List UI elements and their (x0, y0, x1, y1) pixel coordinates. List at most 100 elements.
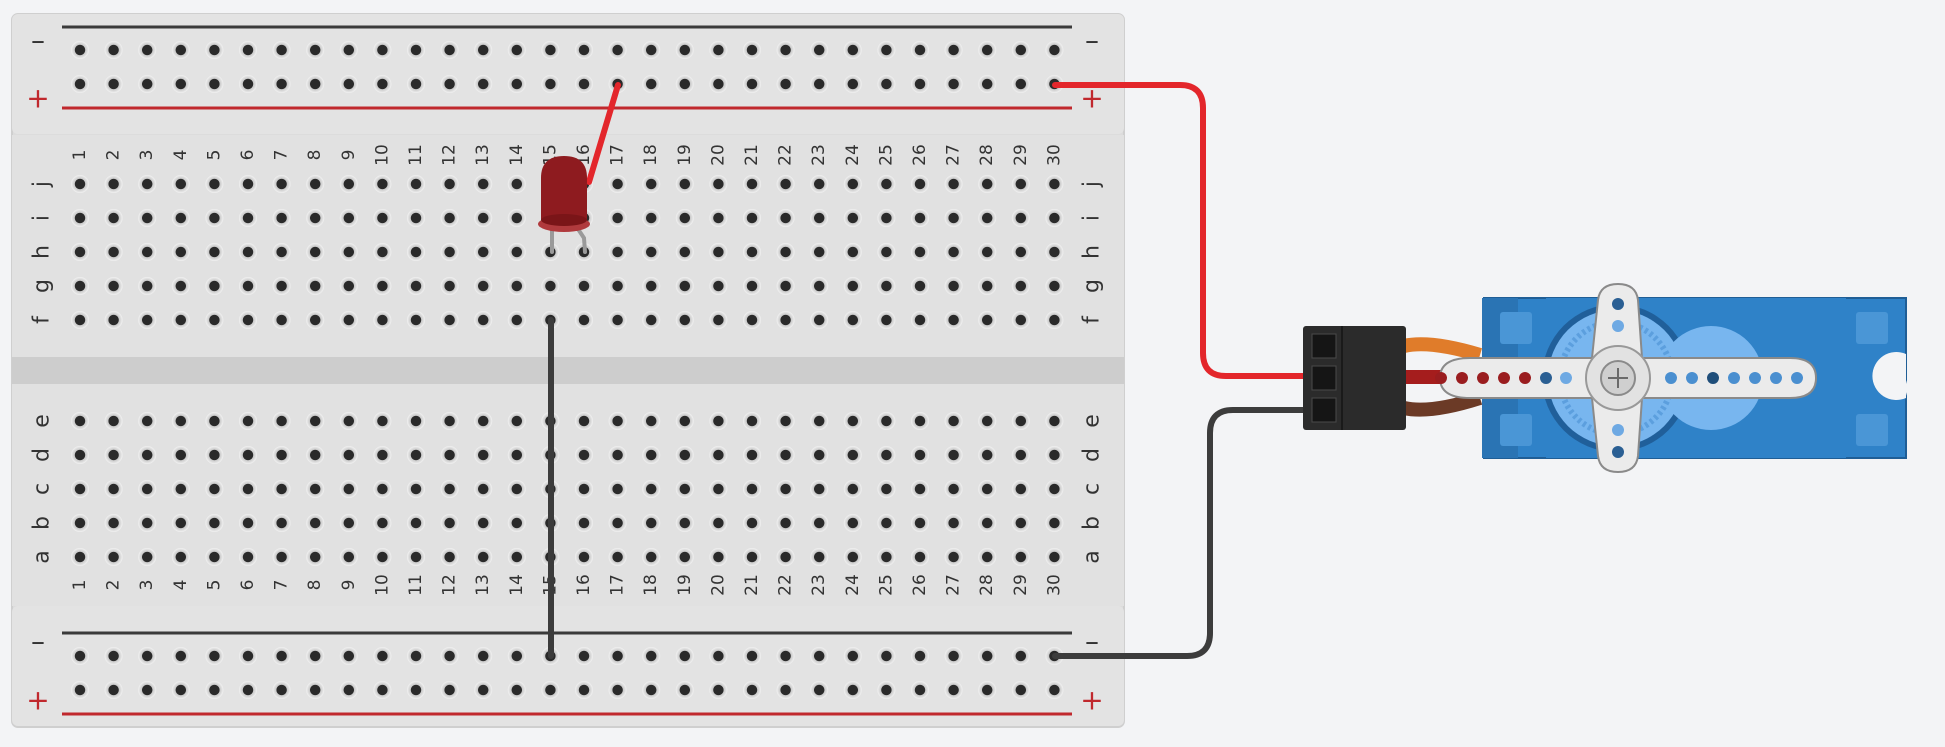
hole-i12[interactable] (440, 209, 459, 227)
hole-d21[interactable] (743, 446, 761, 464)
hole-h18[interactable] (642, 243, 661, 261)
bottom-minus-rail-hole-13[interactable] (474, 647, 493, 665)
hole-f13[interactable] (474, 311, 493, 329)
hole-a5[interactable] (205, 548, 224, 566)
bottom-minus-rail-hole-23[interactable] (810, 647, 829, 665)
hole-b14[interactable] (507, 514, 526, 532)
hole-b6[interactable] (239, 514, 257, 532)
hole-j5[interactable] (205, 175, 224, 193)
hole-e1[interactable] (71, 412, 89, 430)
hole-f19[interactable] (675, 311, 694, 329)
hole-g7[interactable] (272, 277, 291, 295)
top-minus-rail-hole-30[interactable] (1045, 41, 1064, 59)
hole-h6[interactable] (239, 243, 257, 261)
hole-e3[interactable] (138, 412, 157, 430)
hole-d12[interactable] (440, 446, 459, 464)
hole-b5[interactable] (205, 514, 224, 532)
hole-a21[interactable] (743, 548, 761, 566)
hole-j24[interactable] (843, 175, 862, 193)
hole-j17[interactable] (608, 175, 627, 193)
top-minus-rail-hole-16[interactable] (575, 41, 593, 59)
hole-i30[interactable] (1045, 209, 1064, 227)
hole-e21[interactable] (743, 412, 761, 430)
hole-e16[interactable] (575, 412, 593, 430)
top-minus-rail-hole-14[interactable] (507, 41, 526, 59)
hole-j8[interactable] (306, 175, 325, 193)
hole-d30[interactable] (1045, 446, 1064, 464)
bottom-minus-rail-hole-20[interactable] (709, 647, 728, 665)
hole-i7[interactable] (272, 209, 291, 227)
hole-d4[interactable] (171, 446, 190, 464)
bottom-minus-rail-hole-5[interactable] (205, 647, 224, 665)
hole-h7[interactable] (272, 243, 291, 261)
top-plus-rail-hole-13[interactable] (474, 75, 493, 93)
bottom-plus-rail-hole-29[interactable] (1011, 681, 1030, 699)
bottom-plus-rail-hole-30[interactable] (1045, 681, 1064, 699)
hole-b29[interactable] (1011, 514, 1030, 532)
hole-f3[interactable] (138, 311, 157, 329)
hole-c17[interactable] (608, 480, 627, 498)
hole-j6[interactable] (239, 175, 257, 193)
hole-b21[interactable] (743, 514, 761, 532)
hole-c12[interactable] (440, 480, 459, 498)
bottom-plus-rail-hole-11[interactable] (407, 681, 425, 699)
hole-e24[interactable] (843, 412, 862, 430)
hole-g6[interactable] (239, 277, 257, 295)
hole-b1[interactable] (71, 514, 89, 532)
top-plus-rail-hole-21[interactable] (743, 75, 761, 93)
bottom-plus-rail-hole-19[interactable] (675, 681, 694, 699)
hole-b19[interactable] (675, 514, 694, 532)
bottom-plus-rail-hole-1[interactable] (71, 681, 89, 699)
hole-f5[interactable] (205, 311, 224, 329)
hole-h2[interactable] (104, 243, 123, 261)
hole-b28[interactable] (978, 514, 997, 532)
top-plus-rail-hole-4[interactable] (171, 75, 190, 93)
hole-e28[interactable] (978, 412, 997, 430)
hole-h22[interactable] (776, 243, 795, 261)
bottom-minus-rail-hole-14[interactable] (507, 647, 526, 665)
hole-f27[interactable] (944, 311, 963, 329)
hole-c2[interactable] (104, 480, 123, 498)
hole-g15[interactable] (541, 277, 560, 295)
bottom-plus-rail-hole-7[interactable] (272, 681, 291, 699)
hole-h20[interactable] (709, 243, 728, 261)
hole-b9[interactable] (339, 514, 358, 532)
hole-e10[interactable] (373, 412, 392, 430)
top-minus-rail-hole-20[interactable] (709, 41, 728, 59)
hole-c24[interactable] (843, 480, 862, 498)
hole-j3[interactable] (138, 175, 157, 193)
top-plus-rail-hole-23[interactable] (810, 75, 829, 93)
top-minus-rail-hole-13[interactable] (474, 41, 493, 59)
hole-f11[interactable] (407, 311, 425, 329)
hole-d26[interactable] (911, 446, 929, 464)
hole-d18[interactable] (642, 446, 661, 464)
hole-a2[interactable] (104, 548, 123, 566)
hole-c4[interactable] (171, 480, 190, 498)
bottom-plus-rail-hole-14[interactable] (507, 681, 526, 699)
hole-c27[interactable] (944, 480, 963, 498)
hole-h24[interactable] (843, 243, 862, 261)
hole-h19[interactable] (675, 243, 694, 261)
top-plus-rail-hole-22[interactable] (776, 75, 795, 93)
hole-c19[interactable] (675, 480, 694, 498)
hole-d5[interactable] (205, 446, 224, 464)
hole-h29[interactable] (1011, 243, 1030, 261)
hole-j28[interactable] (978, 175, 997, 193)
hole-f6[interactable] (239, 311, 257, 329)
hole-a12[interactable] (440, 548, 459, 566)
hole-d23[interactable] (810, 446, 829, 464)
bottom-plus-rail-hole-13[interactable] (474, 681, 493, 699)
bottom-minus-rail-hole-28[interactable] (978, 647, 997, 665)
bottom-plus-rail-hole-28[interactable] (978, 681, 997, 699)
hole-j13[interactable] (474, 175, 493, 193)
top-plus-rail-hole-29[interactable] (1011, 75, 1030, 93)
hole-a4[interactable] (171, 548, 190, 566)
hole-f24[interactable] (843, 311, 862, 329)
hole-b3[interactable] (138, 514, 157, 532)
hole-d24[interactable] (843, 446, 862, 464)
bottom-plus-rail-hole-9[interactable] (339, 681, 358, 699)
top-minus-rail-hole-21[interactable] (743, 41, 761, 59)
hole-a24[interactable] (843, 548, 862, 566)
top-plus-rail-hole-10[interactable] (373, 75, 392, 93)
hole-b27[interactable] (944, 514, 963, 532)
